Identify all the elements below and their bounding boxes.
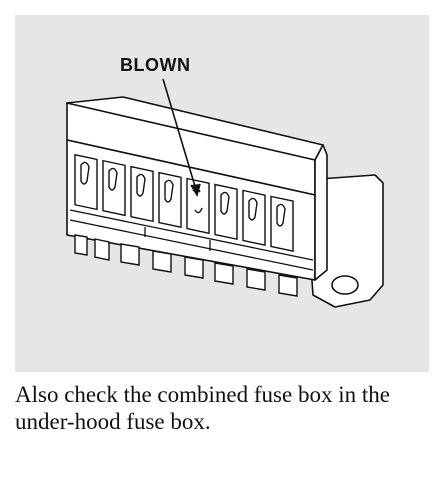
fuse-8 <box>270 195 294 252</box>
fuse-box-drawing <box>66 78 384 308</box>
fuse-2 <box>102 159 126 217</box>
callout-arrow <box>162 78 201 198</box>
fuse-row <box>74 153 294 252</box>
caption-text: Also check the combined fuse box in the … <box>15 382 390 434</box>
fuse-7 <box>242 189 266 246</box>
lower-strip <box>69 209 314 261</box>
fuse-3 <box>130 165 154 223</box>
mounting-hole <box>331 275 359 295</box>
fuse-box-illustration: BLOWN <box>15 15 429 372</box>
fuse-1 <box>74 153 98 211</box>
blown-callout-label: BLOWN <box>120 55 191 75</box>
fuse-6 <box>214 183 238 241</box>
fuse-4 <box>158 171 182 229</box>
terminal-tabs <box>74 234 298 297</box>
fuse-5-blown <box>186 177 210 235</box>
fuse-box-side <box>314 144 328 281</box>
